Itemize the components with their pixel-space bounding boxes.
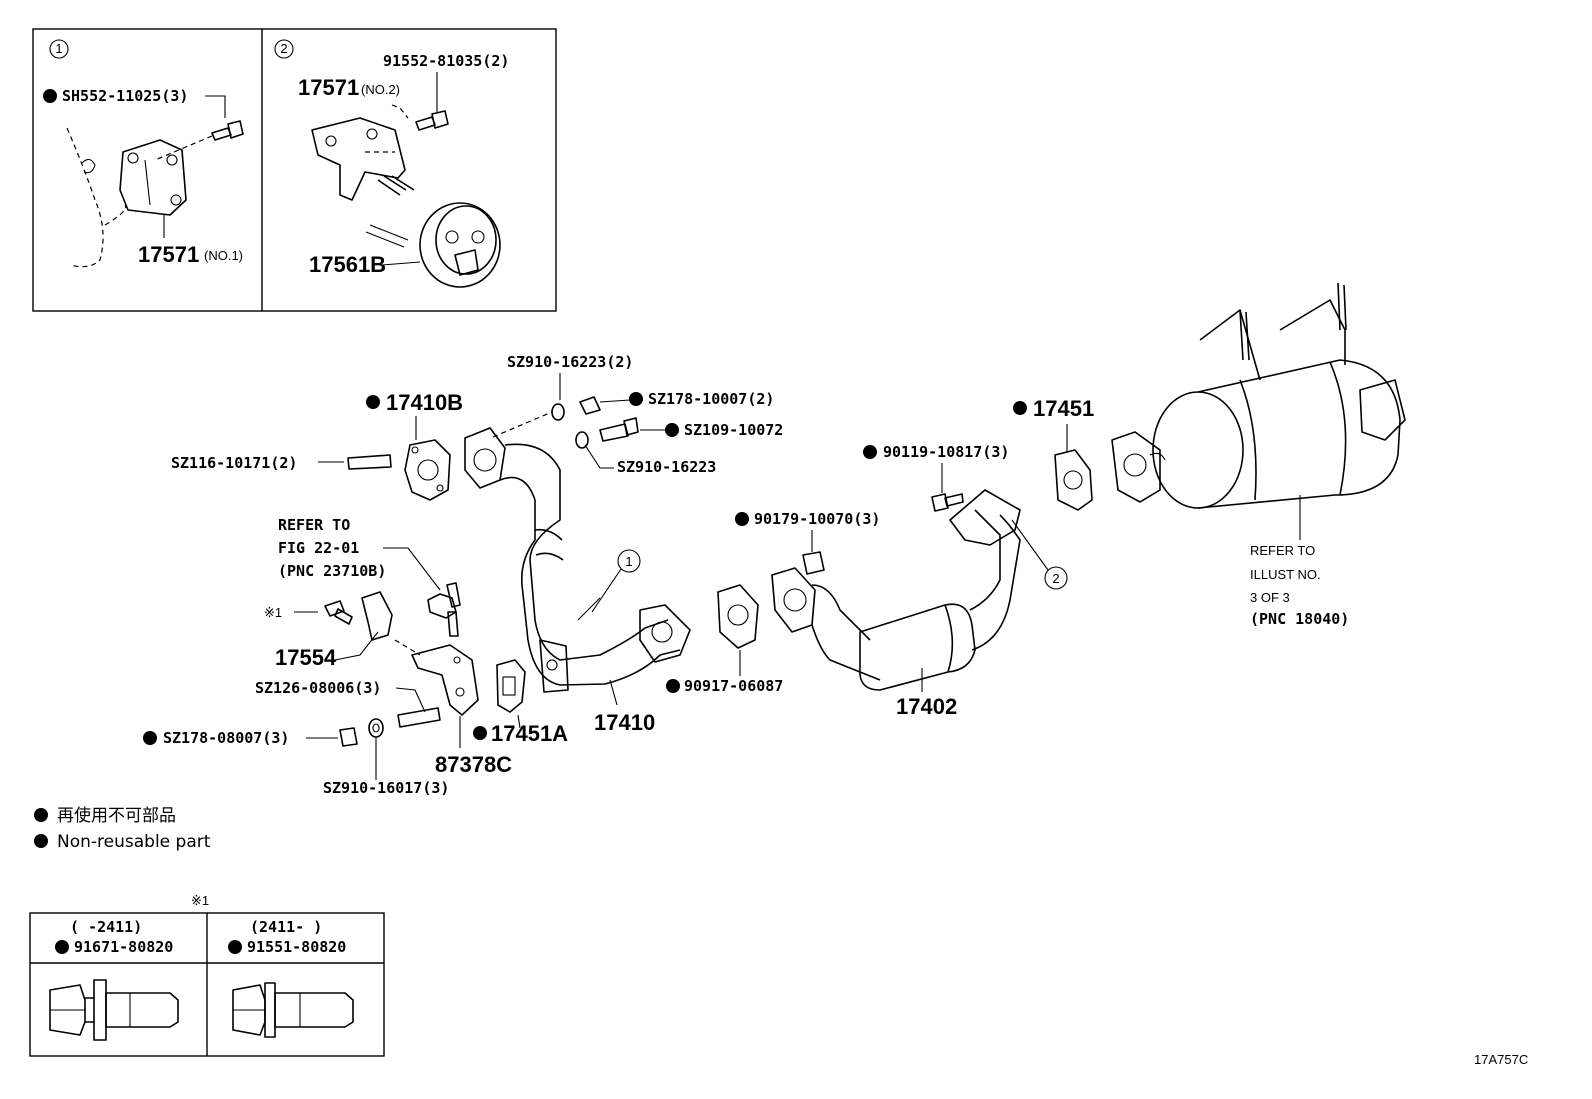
inset-panel [32,28,557,312]
footnote-mark: ※1 [191,893,209,908]
sensor-icon [427,582,461,637]
washer-icon [575,431,589,449]
bracket-87378c [411,644,479,716]
footnote-col1-range: ( -2411) [70,918,142,936]
inset-1-pnc-note: (NO.1) [204,248,243,263]
inset-2-pnc: 17571 [298,75,359,100]
inset-2: 2 91552-81035(2) 17571 (NO.2) 17561B [274,39,509,288]
inset-2-pnc-note: (NO.2) [361,82,400,97]
front-pipe-17410 [464,427,691,693]
label-sz126-08006-3: SZ126-08006(3) [255,679,381,697]
non-reusable-dot [43,89,57,103]
gasket-90917 [717,584,759,649]
label-17410: 17410 [594,710,655,735]
label-sz910-16017-3: SZ910-16017(3) [323,779,449,797]
svg-text:1: 1 [625,554,632,569]
center-pipe-17402 [771,489,1021,691]
label-90917-06087: 90917-06087 [684,677,783,695]
ref-mark-1: ※1 [264,605,282,620]
callout-1 [617,549,641,573]
refer-illust-line3: 3 OF 3 [1250,590,1290,605]
footnote-table: ※1 ( -2411) 91671-80820 (2411- ) 91551-8… [29,893,385,1057]
label-sz178-10007-2: SZ178-10007(2) [648,390,774,408]
label-17451: 17451 [1033,396,1094,421]
bracket-17554 [361,591,393,641]
inset-2-number: 2 [280,41,287,56]
refer-fig-line3: (PNC 23710B) [278,562,386,580]
legend-en: Non-reusable part [57,832,211,852]
label-17410b: 17410B [386,390,463,415]
bolt-91671-icon [49,979,179,1041]
bolt-icon [415,110,449,131]
bracket-no2 [311,117,406,201]
footnote-col1-part: 91671-80820 [74,938,173,956]
bolt-icon [599,423,629,442]
footnote-col2-part: 91551-80820 [247,938,346,956]
inset-1-pnc: 17571 [138,242,199,267]
washer-icon [368,718,384,738]
converter-assembly [1111,282,1406,509]
inset-1-number: 1 [55,41,62,56]
bolt-icon [211,120,244,141]
legend: 再使用不可部品 Non-reusable part [34,805,211,852]
bolt-91551-icon [232,982,354,1038]
label-17554: 17554 [275,645,337,670]
refer-fig-line2: FIG 22-01 [278,539,359,557]
nut-icon [579,396,601,415]
nut-icon [802,551,825,575]
inset-1: 1 SH552-11025(3) 17571 (NO.1) [43,39,244,268]
label-90119-10817-3: 90119-10817(3) [883,443,1009,461]
refer-illust-line1: REFER TO [1250,543,1315,558]
nut-icon [339,727,358,747]
callout-2 [1044,566,1068,590]
footnote-col2-range: (2411- ) [250,918,322,936]
washer-icon [551,403,565,421]
gasket-17410b [404,439,451,501]
bolt-icon [931,493,949,512]
label-sz910-16223: SZ910-16223 [617,458,716,476]
bolt-icon [324,600,345,617]
label-sz109-10072: SZ109-10072 [684,421,783,439]
svg-text:2: 2 [1052,571,1059,586]
insulator-17561b [419,202,501,288]
figure-code: 17A757C [1474,1052,1528,1067]
label-sz116-10171-2: SZ116-10171(2) [171,454,297,472]
stud-icon [397,707,441,728]
inset-2-bolt-label: 91552-81035(2) [383,52,509,70]
stud-icon [347,454,392,470]
label-87378c: 87378C [435,752,512,777]
label-90179-10070-3: 90179-10070(3) [754,510,880,528]
refer-illust-line2: ILLUST NO. [1250,567,1321,582]
inset-1-bolt-label: SH552-11025(3) [62,87,188,105]
label-sz910-16223-2: SZ910-16223(2) [507,353,633,371]
label-17402: 17402 [896,694,957,719]
refer-illust-line4: (PNC 18040) [1250,610,1349,628]
label-17451a: 17451A [491,721,568,746]
gasket-17451a [496,659,526,713]
refer-fig-line1: REFER TO [278,516,350,534]
gasket-17451 [1054,449,1093,511]
label-sz178-08007-3: SZ178-08007(3) [163,729,289,747]
legend-jp: 再使用不可部品 [57,805,176,826]
bracket-no1 [119,139,187,216]
inset-2-insulator-pnc: 17561B [309,252,386,277]
